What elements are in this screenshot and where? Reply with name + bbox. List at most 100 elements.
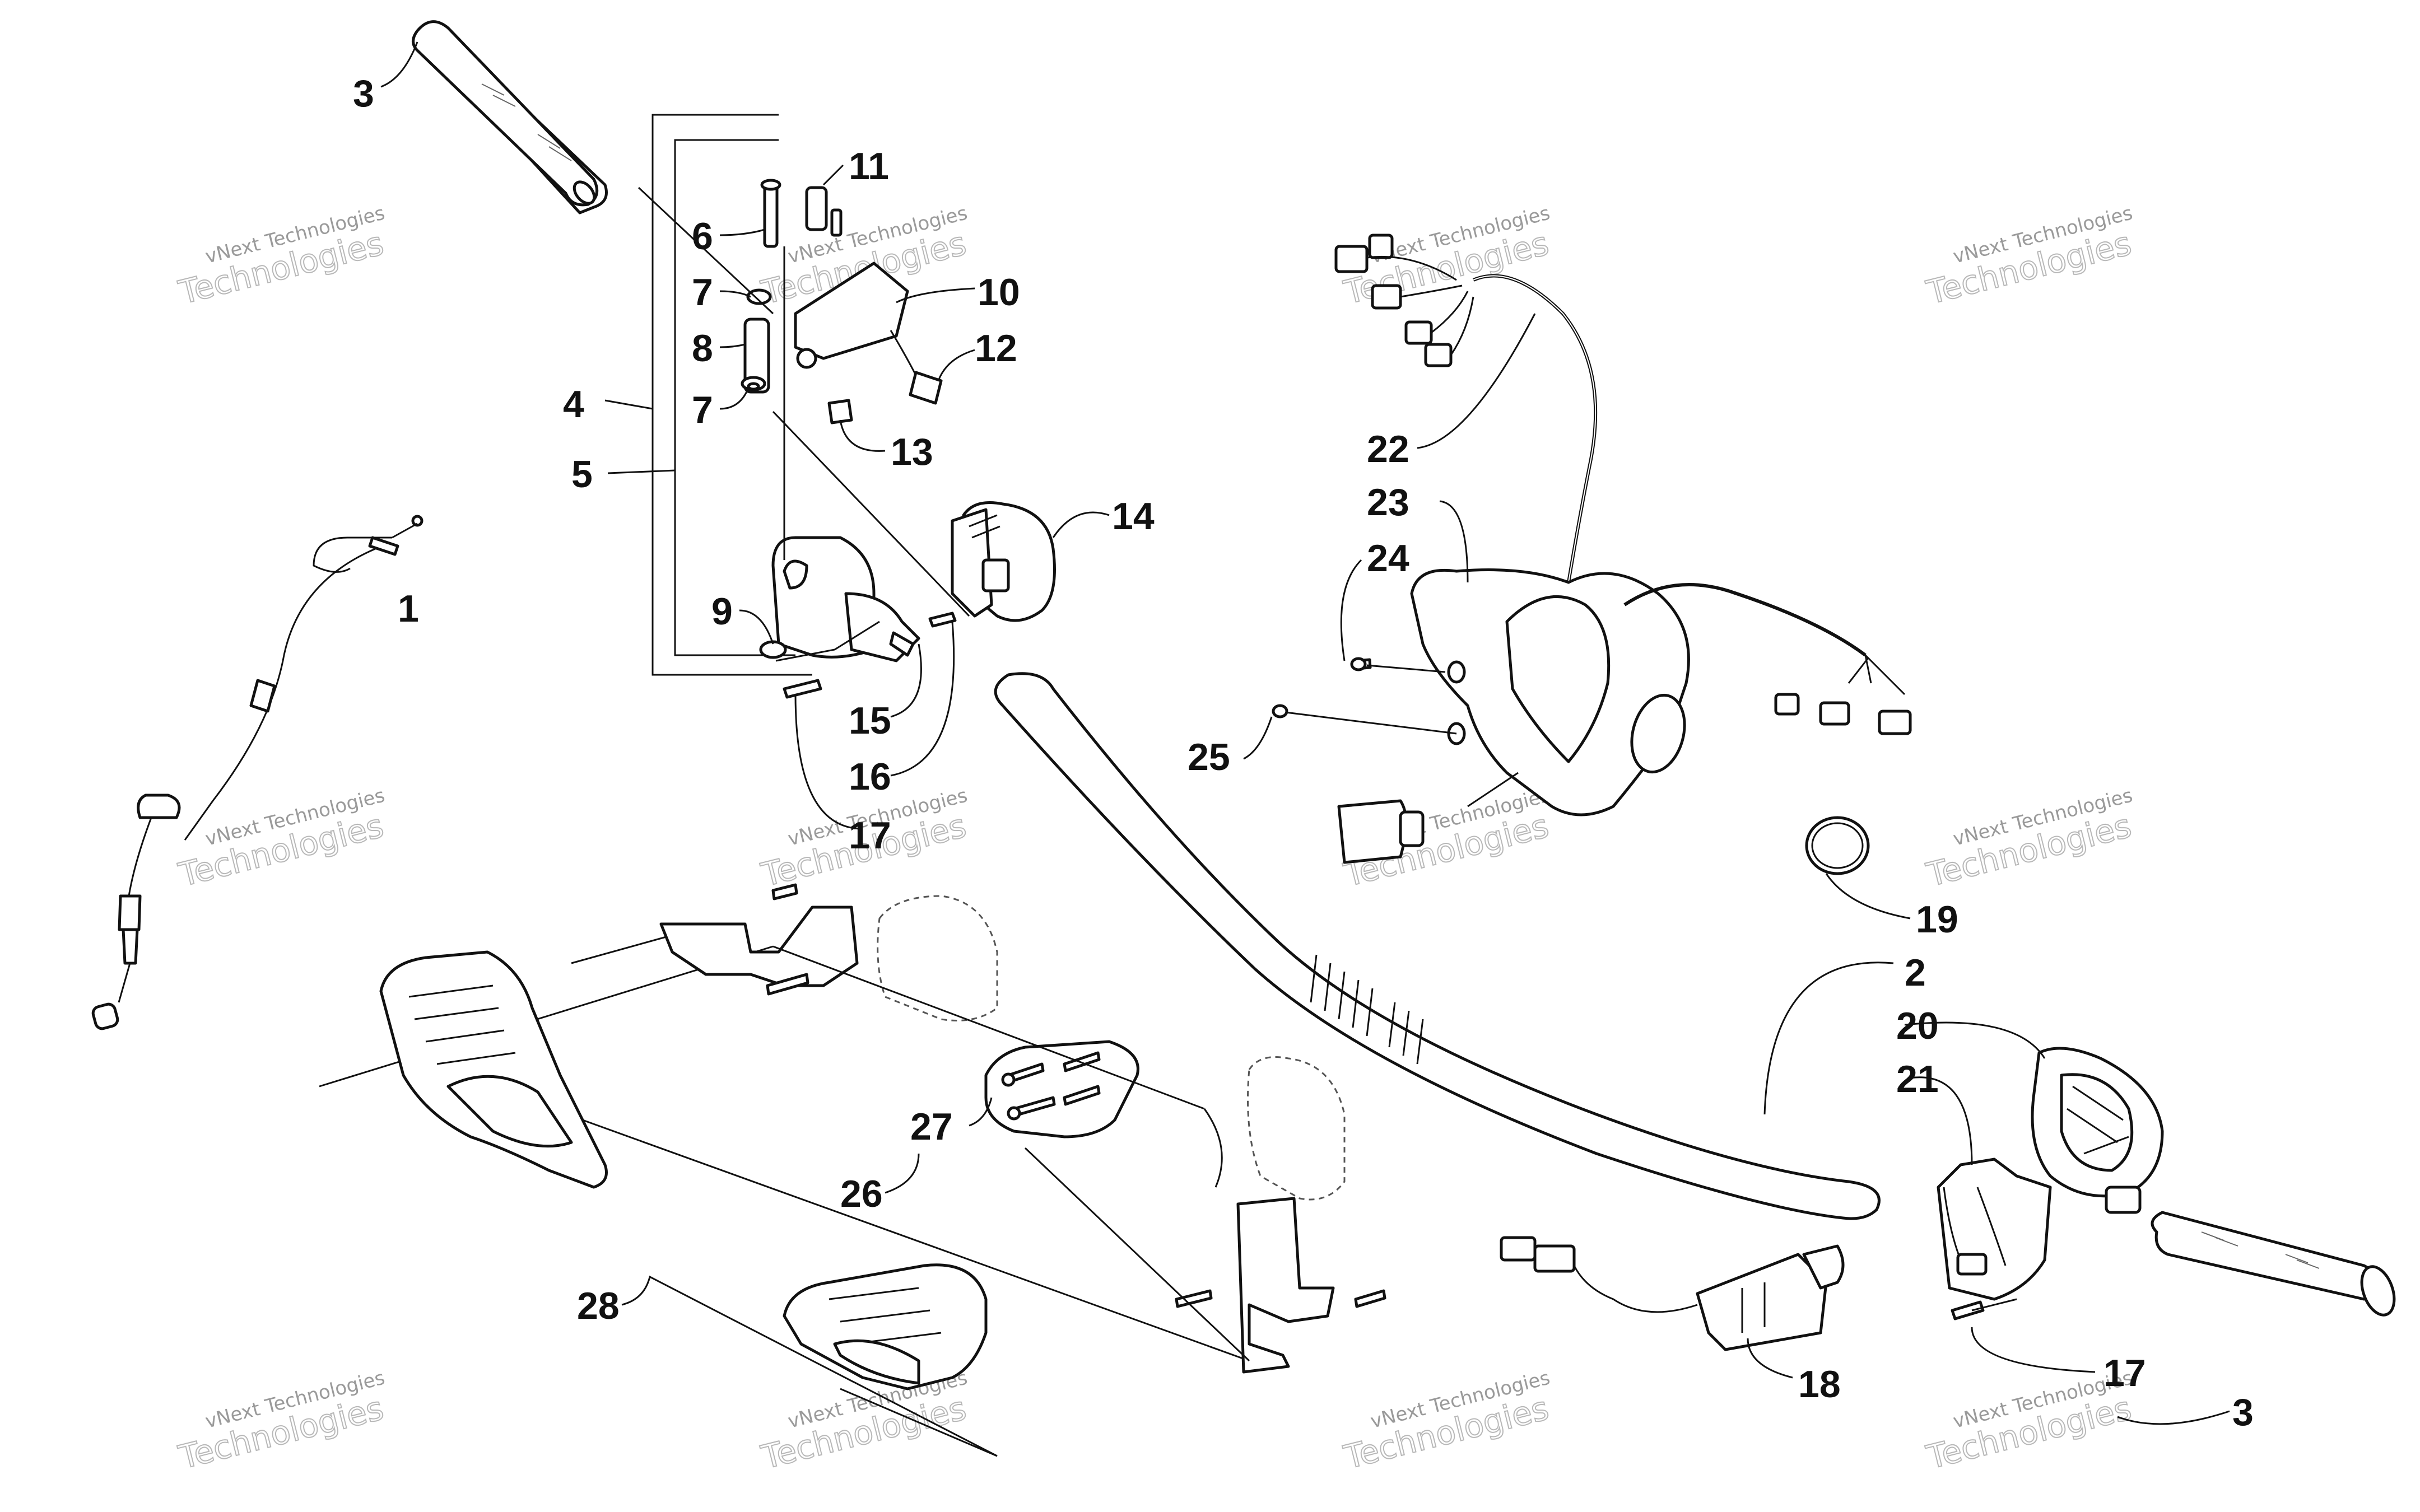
watermark: vNext Technologies Technologies xyxy=(174,784,388,894)
clamp-ring xyxy=(1805,816,1870,875)
right-switch-assembly xyxy=(1937,1047,2164,1320)
left-switch-housing xyxy=(951,501,1056,622)
leader-3b xyxy=(2117,1410,2230,1425)
throttle-housing xyxy=(759,536,957,699)
leader-24 xyxy=(1340,559,1362,661)
leader-7b xyxy=(719,389,749,410)
callout-12: 12 xyxy=(975,327,1017,370)
callout-20: 20 xyxy=(1896,1005,1939,1047)
watermark: vNext Technologies Technologies xyxy=(174,1366,388,1477)
pin-6 xyxy=(763,183,779,248)
callout-9: 9 xyxy=(711,590,733,633)
leader-27b xyxy=(1024,1147,1250,1362)
mount-plate xyxy=(984,1040,1139,1138)
callout-6: 6 xyxy=(692,215,713,258)
callout-15: 15 xyxy=(849,699,891,742)
callout-13: 13 xyxy=(891,431,933,473)
callout-22: 22 xyxy=(1367,428,1409,470)
callout-2: 2 xyxy=(1905,951,1926,994)
leader-16 xyxy=(890,621,955,777)
handlebar-pad xyxy=(1272,234,1912,864)
screw-17 xyxy=(1951,1300,1985,1320)
callout-27: 27 xyxy=(910,1105,953,1148)
left-grip xyxy=(412,20,608,214)
leader-2 xyxy=(1763,962,1894,1115)
callout-16: 16 xyxy=(849,755,891,798)
callout-26: 26 xyxy=(840,1173,883,1215)
callout-17b: 17 xyxy=(2103,1352,2146,1394)
handlebar xyxy=(994,672,1881,1220)
leader-27 xyxy=(969,1097,993,1127)
callout-7a: 7 xyxy=(692,271,713,314)
leader-17b xyxy=(1971,1298,2096,1373)
callout-1: 1 xyxy=(398,587,419,630)
leader-axis xyxy=(775,620,880,662)
watermark: vNext Technologies Technologies xyxy=(174,202,388,312)
leader-15 xyxy=(890,643,922,718)
group-bracket-4-5 xyxy=(651,114,812,676)
screw-25 xyxy=(1272,704,1288,718)
callout-14: 14 xyxy=(1112,495,1155,538)
callout-labels: 3 1 2 4 5 6 7 8 7 9 10 11 12 13 14 15 16… xyxy=(353,72,2254,1434)
callout-3b: 3 xyxy=(2232,1391,2254,1434)
leader-1 xyxy=(313,536,392,573)
throttle-hardware xyxy=(741,179,943,424)
connector-12 xyxy=(909,371,943,405)
bracket-line-5 xyxy=(674,139,795,656)
callout-23: 23 xyxy=(1367,481,1409,524)
washer-7 xyxy=(746,288,772,305)
leader-4 xyxy=(604,399,653,410)
leader-23 xyxy=(1439,500,1469,583)
leader-7a xyxy=(719,290,751,298)
right-handguard xyxy=(582,945,1386,1390)
callout-10: 10 xyxy=(978,271,1020,314)
leader-hardware xyxy=(772,410,970,617)
callout-5: 5 xyxy=(571,453,593,496)
leader-26 xyxy=(885,1153,920,1194)
leader-14 xyxy=(1052,511,1110,538)
leader-25 xyxy=(1243,716,1273,760)
leader-22 xyxy=(1417,313,1536,449)
callout-18: 18 xyxy=(1798,1363,1841,1406)
leader-9 xyxy=(739,609,774,645)
leader-8 xyxy=(719,343,746,348)
leader-grip xyxy=(637,186,774,315)
leader-3a xyxy=(380,41,418,88)
leader-12 xyxy=(937,349,975,381)
leader-13 xyxy=(839,419,886,452)
leader-5 xyxy=(607,469,676,474)
callout-4: 4 xyxy=(563,383,584,426)
callout-7b: 7 xyxy=(692,389,713,431)
left-handguard xyxy=(319,883,998,1189)
bushing-11 xyxy=(805,186,828,231)
right-grip xyxy=(2151,1211,2396,1317)
callout-25: 25 xyxy=(1188,736,1230,778)
callout-24: 24 xyxy=(1367,537,1409,580)
watermark: vNext Technologies Technologies xyxy=(1339,1366,1553,1477)
leader-6 xyxy=(719,228,765,236)
callout-28: 28 xyxy=(577,1285,620,1327)
leader-10 xyxy=(896,287,975,304)
throttle-lever-10 xyxy=(794,262,909,360)
leader-18 xyxy=(1747,1338,1793,1379)
screw-16 xyxy=(928,612,957,628)
spacer-8 xyxy=(743,318,770,394)
leader-20 xyxy=(1904,1021,2046,1059)
bracket-line-4 xyxy=(651,114,812,676)
throttle-cable xyxy=(91,515,424,1030)
callout-17a: 17 xyxy=(849,814,891,857)
leader-11 xyxy=(822,164,844,186)
callout-19: 19 xyxy=(1916,898,1958,941)
leader-28b xyxy=(840,1388,998,1457)
heater-element xyxy=(1500,1236,1845,1351)
leader-21 xyxy=(1910,1076,1973,1165)
callout-8: 8 xyxy=(692,327,713,370)
leader-17a xyxy=(794,694,863,830)
callout-3a: 3 xyxy=(353,72,374,115)
watermark: vNext Technologies Technologies xyxy=(1922,784,2135,894)
watermark: vNext Technologies Technologies xyxy=(757,1366,970,1477)
callout-11: 11 xyxy=(849,145,889,188)
leader-19 xyxy=(1825,873,1911,920)
callout-21: 21 xyxy=(1896,1058,1939,1100)
